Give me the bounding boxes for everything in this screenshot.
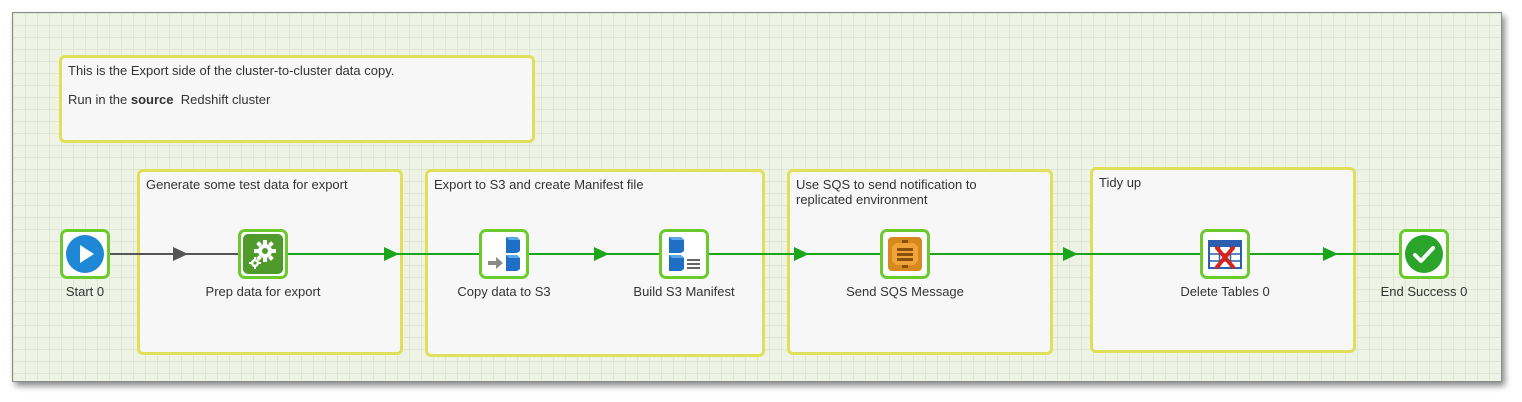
- link-copy-to-manifest[interactable]: [529, 247, 659, 261]
- gears-icon: [243, 234, 283, 274]
- link-arrowhead: [173, 247, 188, 261]
- note-export-text: Export to S3 and create Manifest file: [434, 177, 644, 192]
- link-arrowhead: [384, 247, 399, 261]
- note-generate-text: Generate some test data for export: [146, 177, 348, 192]
- play-icon: [66, 235, 104, 273]
- label-end-success: End Success 0: [1380, 284, 1468, 299]
- link-arrowhead: [794, 247, 809, 261]
- link-arrowhead: [1323, 247, 1338, 261]
- note-header-line2: Run in the source Redshift cluster: [68, 92, 526, 107]
- job-canvas[interactable]: This is the Export side of the cluster-t…: [12, 12, 1502, 382]
- s3-manifest-icon: [669, 237, 700, 271]
- link-sqs-to-delete[interactable]: [930, 247, 1200, 261]
- note-header-line2-prefix: Run in the: [68, 92, 131, 107]
- link-start-to-prep[interactable]: [110, 247, 238, 261]
- link-delete-to-end[interactable]: [1250, 247, 1399, 261]
- component-copy-to-s3[interactable]: [479, 229, 529, 279]
- link-arrowhead: [1063, 247, 1078, 261]
- note-header[interactable]: This is the Export side of the cluster-t…: [59, 55, 535, 143]
- component-delete-tables[interactable]: [1200, 229, 1250, 279]
- label-delete-tables: Delete Tables 0: [1180, 284, 1270, 299]
- note-generate-test-data[interactable]: Generate some test data for export: [137, 169, 403, 355]
- sqs-icon: [888, 237, 922, 271]
- delete-table-icon: [1208, 240, 1242, 269]
- label-send-sqs-message: Send SQS Message: [846, 284, 964, 299]
- s3-upload-icon: [488, 237, 520, 271]
- note-tidy-text: Tidy up: [1099, 175, 1142, 190]
- link-arrowhead: [594, 247, 609, 261]
- connector-layer: [110, 247, 1399, 261]
- label-start: Start 0: [65, 284, 105, 299]
- component-end-success[interactable]: [1399, 229, 1449, 279]
- label-prep-data: Prep data for export: [205, 284, 321, 299]
- component-send-sqs-message[interactable]: [880, 229, 930, 279]
- label-build-s3-manifest: Build S3 Manifest: [633, 284, 735, 299]
- label-copy-to-s3: Copy data to S3: [457, 284, 551, 299]
- link-prep-to-copy[interactable]: [288, 247, 479, 261]
- component-build-s3-manifest[interactable]: [659, 229, 709, 279]
- note-header-line2-suffix: Redshift cluster: [173, 92, 271, 107]
- check-icon: [1405, 235, 1443, 273]
- component-start[interactable]: [60, 229, 110, 279]
- note-header-line2-bold: source: [130, 92, 174, 107]
- component-prep-data[interactable]: [238, 229, 288, 279]
- link-manifest-to-sqs[interactable]: [709, 247, 880, 261]
- note-sqs-text: Use SQS to send notification to replicat…: [796, 177, 977, 207]
- note-header-line1: This is the Export side of the cluster-t…: [68, 63, 395, 78]
